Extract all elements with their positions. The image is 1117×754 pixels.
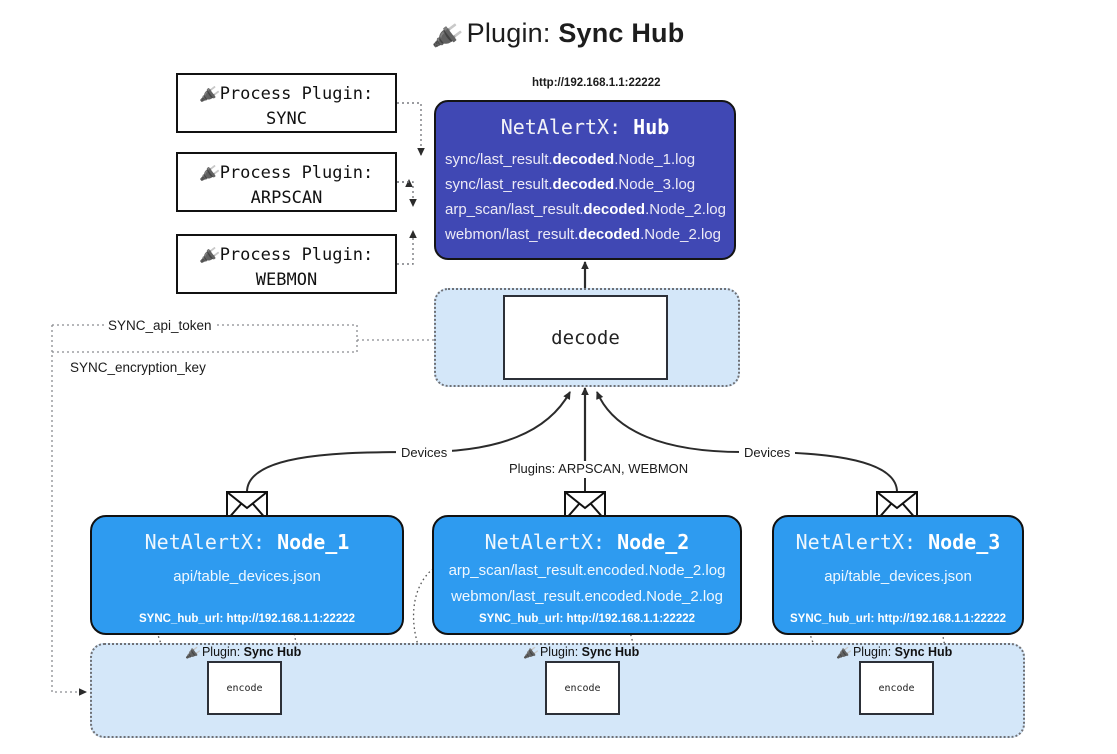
node-source-row: arp_scan/last_result.encoded.Node_2.log (448, 562, 726, 579)
node-source-list: arp_scan/last_result.encoded.Node_2.log … (434, 558, 740, 610)
encoder-plugin-label: 🔌Plugin: Sync Hub (523, 645, 640, 661)
process-plugin-arpscan[interactable]: 🔌Process Plugin: ARPSCAN (176, 152, 397, 212)
process-plugin-caption: 🔌Process Plugin: (178, 82, 395, 107)
node-hub-url: SYNC_hub_url: http://192.168.1.1:22222 (789, 613, 1007, 625)
hub-log-row: sync/last_result.decoded.Node_1.log (445, 151, 696, 168)
page-title: 🔌Plugin: Sync Hub (0, 18, 1117, 52)
plug-icon: 🔌 (430, 21, 465, 52)
hub-title-prefix: NetAlertX: (500, 115, 634, 139)
node-3[interactable]: NetAlertX: Node_3 api/table_devices.json… (772, 515, 1024, 635)
node-source-list: api/table_devices.json (774, 564, 1022, 590)
process-plugin-name: WEBMON (255, 269, 318, 290)
node-hub-url: SYNC_hub_url: http://192.168.1.1:22222 (478, 613, 696, 625)
plug-icon: 🔌 (836, 645, 853, 661)
process-plugin-caption: 🔌Process Plugin: (178, 161, 395, 186)
hub-log-row: sync/last_result.decoded.Node_3.log (445, 176, 696, 193)
process-plugin-name: ARPSCAN (250, 187, 323, 208)
encoder-plugin-label: 🔌Plugin: Sync Hub (836, 645, 953, 661)
decode-box[interactable]: decode (503, 295, 668, 380)
node-title: NetAlertX: Node_3 (795, 530, 1001, 554)
sync-encryption-key-label: SYNC_encryption_key (66, 360, 210, 375)
plug-icon: 🔌 (198, 83, 221, 106)
process-plugin-sync[interactable]: 🔌Process Plugin: SYNC (176, 73, 397, 133)
encode-box-node-1[interactable]: encode (207, 661, 282, 715)
plug-icon: 🔌 (185, 645, 202, 661)
node-source-row: webmon/last_result.encoded.Node_2.log (451, 588, 723, 605)
process-plugin-webmon[interactable]: 🔌Process Plugin: WEBMON (176, 234, 397, 294)
page-title-name: Sync Hub (558, 18, 685, 48)
encoder-plugin-label: 🔌Plugin: Sync Hub (185, 645, 302, 661)
page-title-prefix: Plugin: (466, 18, 559, 48)
encode-box-node-3[interactable]: encode (859, 661, 934, 715)
node-2[interactable]: NetAlertX: Node_2 arp_scan/last_result.e… (432, 515, 742, 635)
node-source-list: api/table_devices.json (92, 564, 402, 590)
node-1[interactable]: NetAlertX: Node_1 api/table_devices.json… (90, 515, 404, 635)
hub-node[interactable]: NetAlertX: Hub sync/last_result.decoded.… (434, 100, 736, 260)
edge-label-plugins: Plugins: ARPSCAN, WEBMON (504, 461, 694, 476)
node-source-row: api/table_devices.json (173, 568, 321, 585)
hub-log-row: webmon/last_result.decoded.Node_2.log (445, 226, 721, 243)
process-plugin-caption: 🔌Process Plugin: (178, 243, 395, 268)
process-plugin-name: SYNC (266, 108, 307, 129)
node-source-row: api/table_devices.json (824, 568, 972, 585)
encode-box-node-2[interactable]: encode (545, 661, 620, 715)
plug-icon: 🔌 (198, 162, 221, 185)
sync-api-token-label: SYNC_api_token (104, 318, 216, 333)
plug-icon: 🔌 (198, 244, 221, 267)
hub-log-list: sync/last_result.decoded.Node_1.log sync… (436, 147, 734, 247)
edge-label-devices-right: Devices (739, 445, 796, 460)
hub-title: NetAlertX: Hub (436, 115, 734, 139)
hub-title-name: Hub (633, 115, 670, 139)
node-hub-url: SYNC_hub_url: http://192.168.1.1:22222 (138, 613, 356, 625)
hub-url-label: http://192.168.1.1:22222 (532, 77, 661, 89)
plug-icon: 🔌 (523, 645, 540, 661)
edge-label-devices-left: Devices (396, 445, 453, 460)
node-title: NetAlertX: Node_2 (484, 530, 690, 554)
hub-log-row: arp_scan/last_result.decoded.Node_2.log (445, 201, 726, 218)
node-title: NetAlertX: Node_1 (144, 530, 350, 554)
